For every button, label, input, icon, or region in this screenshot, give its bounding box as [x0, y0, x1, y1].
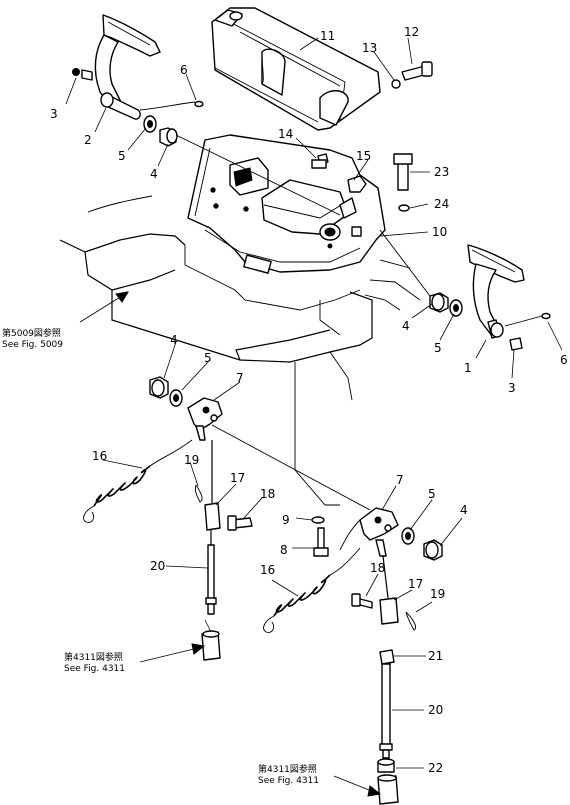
floor-frame [59, 195, 421, 506]
bracket-plate [187, 134, 386, 274]
figure-references: 第5009図参照 See Fig. 5009 第4311図参照 See Fig.… [2, 327, 319, 786]
top-right-fasteners [311, 61, 433, 212]
label-6-top: 6 [180, 63, 188, 77]
label-12: 12 [404, 25, 419, 39]
label-5-lower-right: 5 [428, 487, 436, 501]
label-19-left: 19 [184, 453, 199, 467]
label-10: 10 [432, 225, 447, 239]
ref-4311b-en: See Fig. 4311 [258, 776, 319, 786]
label-21: 21 [428, 649, 443, 663]
label-22: 22 [428, 761, 443, 775]
right-bearings [379, 229, 463, 317]
label-8: 8 [280, 543, 288, 557]
label-18-left: 18 [260, 487, 275, 501]
label-5-right: 5 [434, 341, 442, 355]
left-pedal [72, 14, 204, 120]
ref-4311a-en: See Fig. 4311 [64, 664, 125, 674]
right-pedal [467, 244, 551, 351]
label-4-lower-left: 4 [170, 333, 178, 347]
label-15: 15 [356, 149, 371, 163]
label-13: 13 [362, 41, 377, 55]
cover [211, 7, 381, 131]
label-14: 14 [278, 127, 293, 141]
label-6-right: 6 [560, 353, 568, 367]
ref-4311a-jp: 第4311図参照 [64, 651, 123, 663]
label-4-lower-right: 4 [460, 503, 468, 517]
label-5-top: 5 [118, 149, 126, 163]
leader-lines [65, 37, 563, 797]
label-17-right: 17 [408, 577, 423, 591]
label-20-left: 20 [150, 559, 165, 573]
label-2: 2 [84, 133, 92, 147]
label-23: 23 [434, 165, 449, 179]
label-19-right: 19 [430, 587, 445, 601]
label-16-left: 16 [92, 449, 107, 463]
left-lower-assembly [83, 376, 371, 661]
label-18-right: 18 [370, 561, 385, 575]
label-1: 1 [464, 361, 472, 375]
upper-left-bearings [143, 115, 341, 216]
part-number-labels: 11 12 13 6 3 2 5 4 14 15 23 24 10 4 5 1 … [50, 25, 568, 775]
label-24: 24 [434, 197, 449, 211]
label-3-right: 3 [508, 381, 516, 395]
ref-4311b-jp: 第4311図参照 [258, 763, 317, 775]
label-17-left: 17 [230, 471, 245, 485]
label-9: 9 [282, 513, 290, 527]
ref-5009-en: See Fig. 5009 [2, 340, 63, 350]
label-5-lower-left: 5 [204, 351, 212, 365]
label-11: 11 [320, 29, 335, 43]
right-lower-assembly [263, 507, 443, 805]
label-4-top: 4 [150, 167, 158, 181]
label-7-left: 7 [236, 371, 244, 385]
label-16-right: 16 [260, 563, 275, 577]
label-20-right: 20 [428, 703, 443, 717]
label-3-left: 3 [50, 107, 58, 121]
label-7-right: 7 [396, 473, 404, 487]
label-4-right: 4 [402, 319, 410, 333]
ref-5009-jp: 第5009図参照 [2, 327, 61, 339]
